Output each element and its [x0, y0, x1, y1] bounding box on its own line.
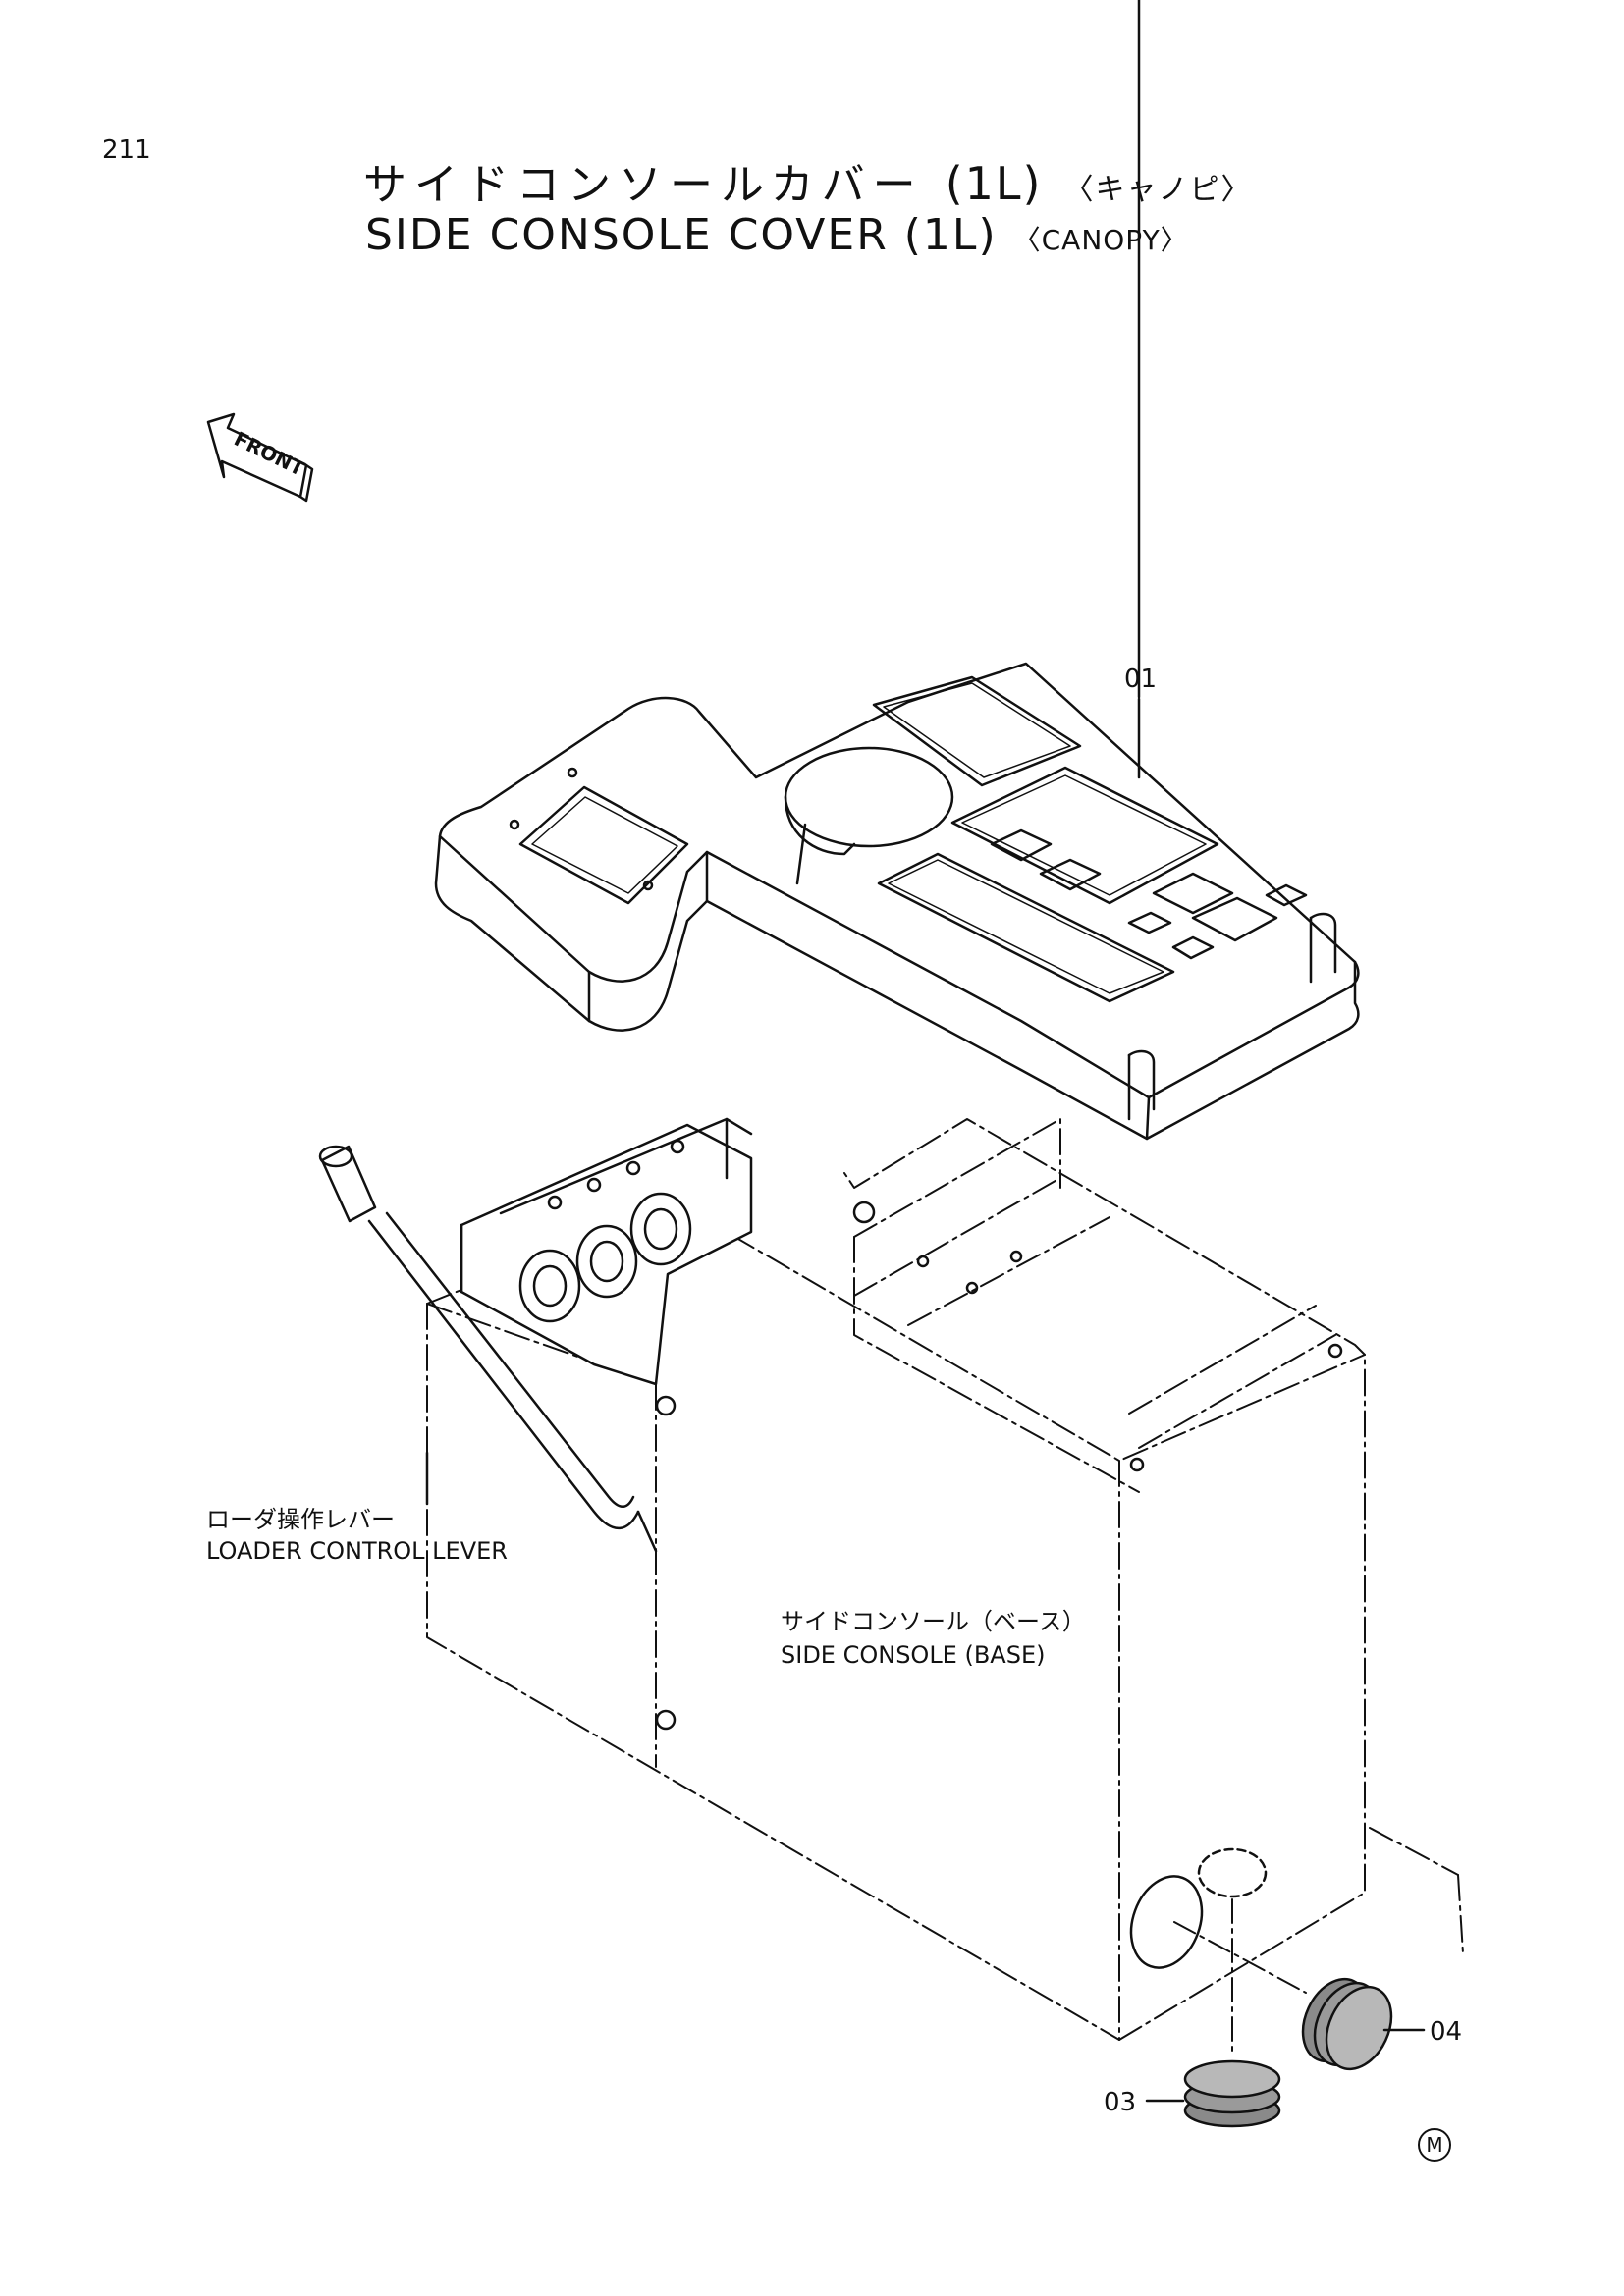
callout-03: 03 [1104, 2088, 1136, 2117]
part-04-plug [1173, 1921, 1426, 2071]
loader-control-lever [318, 1145, 658, 1553]
title-en-variant: (1L) [903, 210, 998, 260]
callout-01: 01 [1124, 665, 1157, 694]
lever-block [460, 1117, 1343, 1731]
side-console-base [426, 1118, 1464, 2041]
title-en-main: SIDE CONSOLE COVER [365, 210, 889, 260]
part-01-cover [434, 0, 1360, 1141]
opening-side [1129, 1875, 1204, 1969]
title-jp-main: サイドコンソールカバー [363, 160, 924, 210]
part-03-plug [1145, 1898, 1281, 2128]
title-japanese: サイドコンソールカバー (1L) 〈キャノピ〉 [363, 149, 1252, 212]
lever-label-jp: ローダ操作レバー [206, 1506, 395, 1533]
title-jp-type: 〈キャノピ〉 [1063, 173, 1253, 207]
base-label-jp: サイドコンソール（ベース） [781, 1608, 1086, 1635]
page-number: 211 [102, 135, 151, 165]
title-en-type: 〈CANOPY〉 [1012, 224, 1189, 256]
callout-04: 04 [1430, 2017, 1462, 2047]
base-label-en: SIDE CONSOLE (BASE) [781, 1641, 1045, 1669]
front-arrow-icon: FRONT [206, 412, 314, 503]
title-english: SIDE CONSOLE COVER (1L) 〈CANOPY〉 [365, 210, 1189, 260]
manual-mark-icon: M [1418, 2128, 1451, 2162]
title-jp-variant: (1L) [945, 157, 1043, 210]
opening-top [1197, 1847, 1268, 1898]
lever-label-en: LOADER CONTROL LEVER [206, 1537, 508, 1565]
